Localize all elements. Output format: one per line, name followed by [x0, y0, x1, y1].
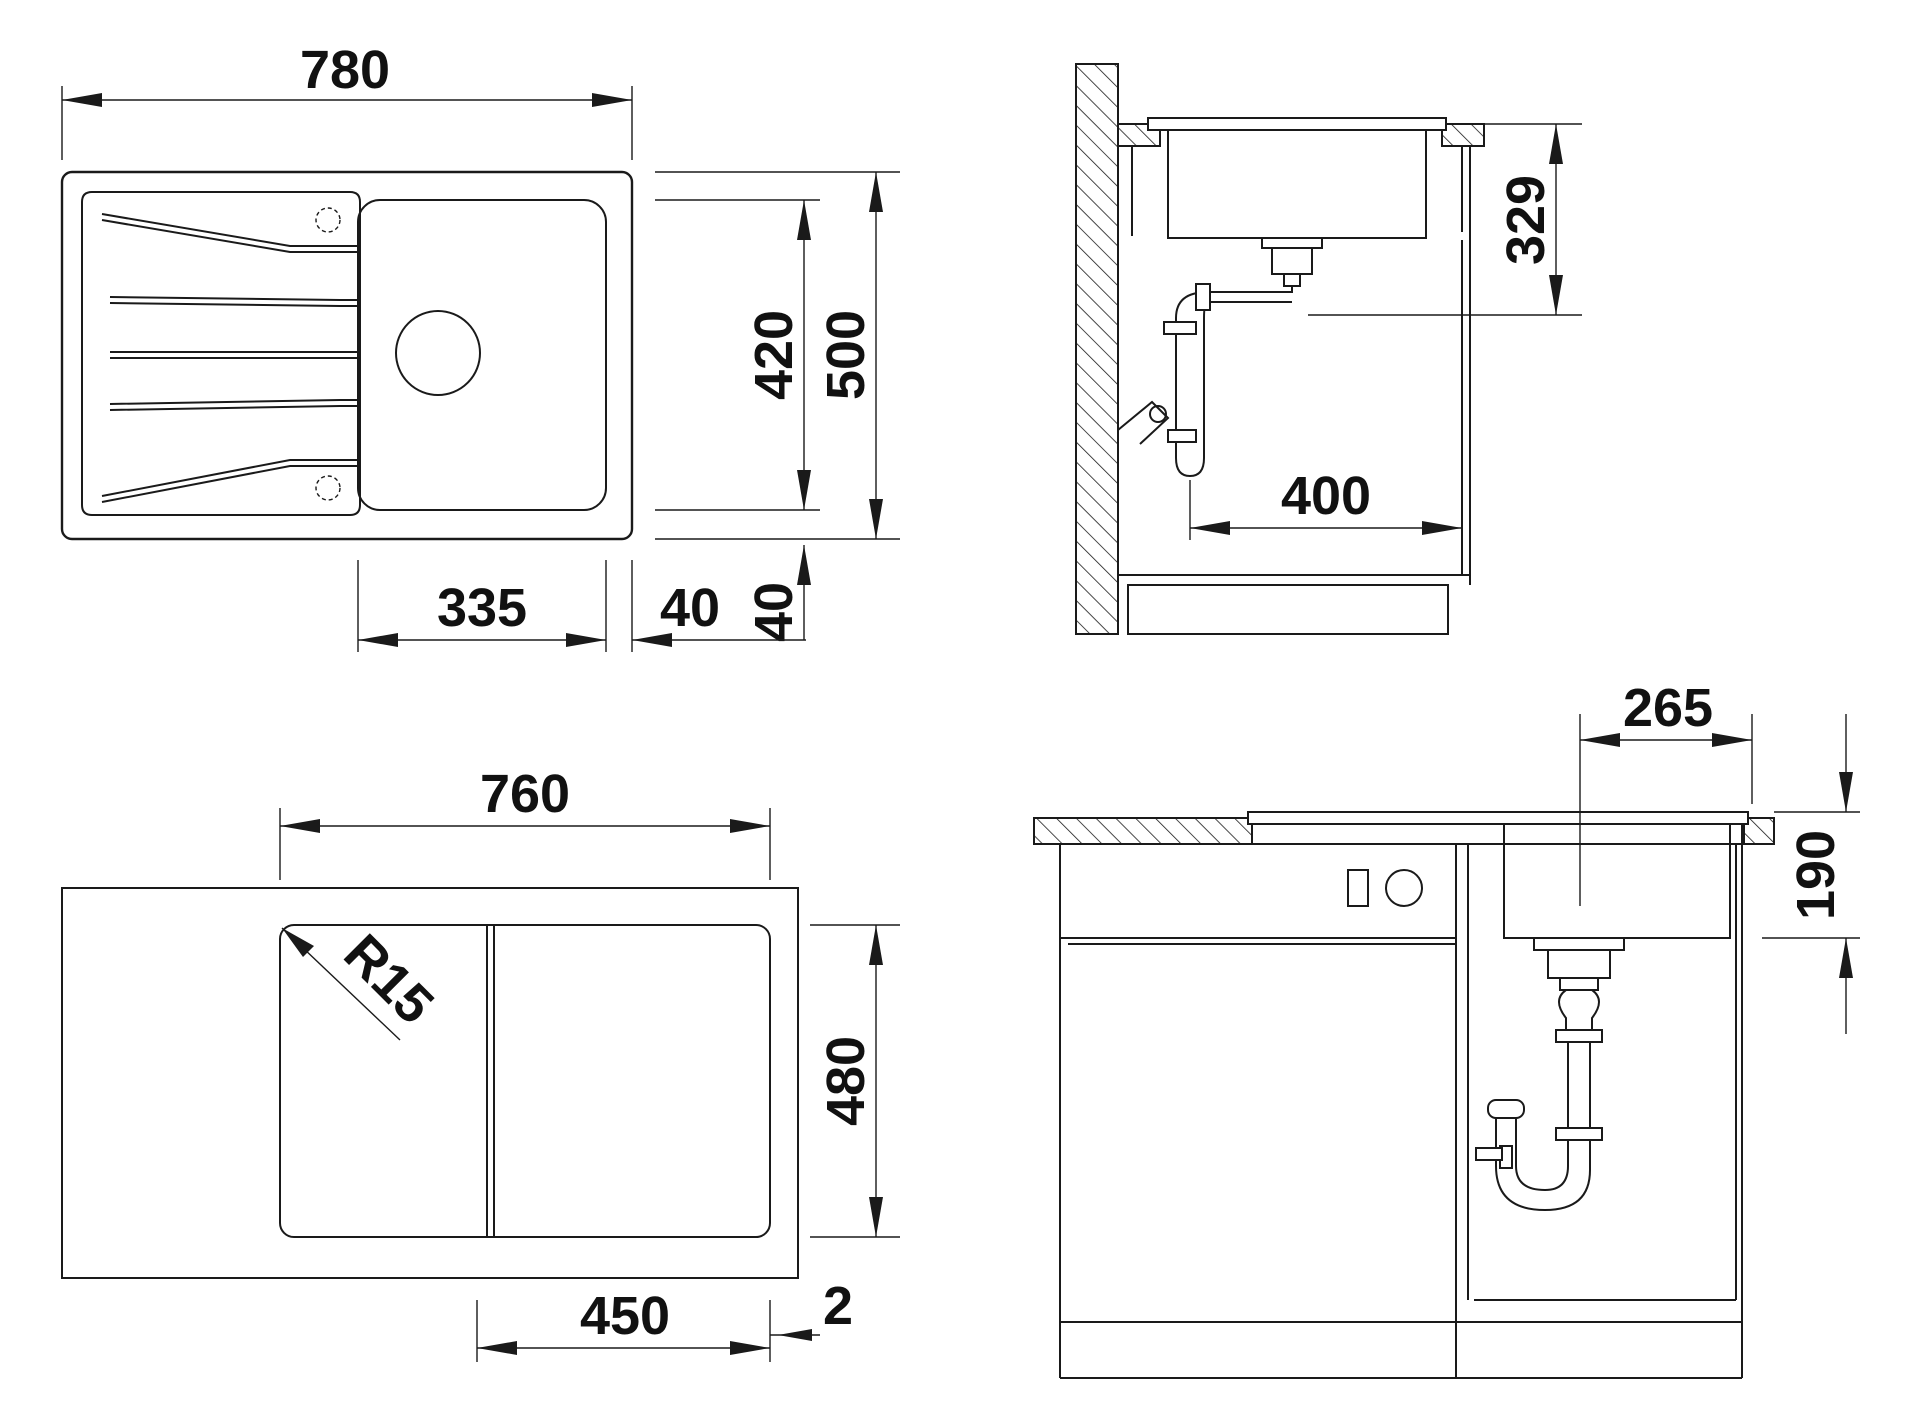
dim-40v-arrow — [797, 545, 811, 585]
sink-rim — [1147, 117, 1447, 131]
dim-500-label: 500 — [816, 310, 876, 400]
dim-400-label: 400 — [1281, 466, 1371, 526]
dim-420-label: 420 — [744, 310, 804, 400]
dim-480-arrow-top — [869, 925, 883, 965]
sink-rim-body — [1251, 823, 1743, 845]
drainer-groove-4 — [109, 399, 359, 411]
trap-outlet — [1487, 1099, 1525, 1119]
dim-335-arrow-right — [566, 633, 606, 647]
dim-760-arrow-left — [280, 819, 320, 833]
drainer-groove-5 — [101, 459, 359, 503]
dim-760-arrow-right — [730, 819, 770, 833]
wall-outlet — [1117, 400, 1170, 445]
dim-190-label: 190 — [1786, 830, 1846, 920]
dim-335-arrow-left — [358, 633, 398, 647]
dim-265-arrow-right — [1712, 733, 1752, 747]
dim-480-arrow-bottom — [869, 1197, 883, 1237]
wall-hatch — [1075, 63, 1119, 635]
wall-outlet-nut — [1149, 405, 1167, 423]
dim-329-label: 329 — [1496, 175, 1556, 265]
trap-side-outlet — [1475, 1147, 1503, 1161]
dim-40h-arrow — [632, 633, 672, 647]
cutout-plan-view: R15 760 480 450 2 — [61, 764, 900, 1362]
drain-body-front — [1547, 949, 1611, 979]
trap-nut-top — [1195, 283, 1211, 311]
side-section-view: 329 400 — [1075, 63, 1582, 635]
dim-2-label: 2 — [823, 1276, 853, 1336]
trap-nut-mid — [1163, 321, 1197, 335]
dim-450-arrow-right — [730, 1341, 770, 1355]
bowl-section — [1167, 129, 1427, 239]
dim-329-arrow-bottom — [1549, 275, 1563, 315]
dim-40v-label: 40 — [744, 582, 804, 642]
drainer-groove-1 — [101, 213, 359, 253]
front-section-view: 265 190 — [1033, 678, 1860, 1379]
dim-190-arrow-bottom — [1839, 938, 1853, 978]
drainer-area — [81, 191, 361, 516]
dim-760-label: 760 — [480, 764, 570, 824]
control-switch — [1347, 869, 1369, 907]
plinth — [1127, 584, 1449, 635]
dim-780-label: 780 — [300, 40, 390, 100]
trap-nut-low — [1167, 429, 1197, 443]
dim-329-arrow-top — [1549, 124, 1563, 164]
drain-nut-front — [1559, 977, 1599, 991]
radius-arrow — [282, 928, 314, 957]
radius-label: R15 — [332, 923, 444, 1035]
dim-480-label: 480 — [816, 1036, 876, 1126]
dim-400-arrow-right — [1422, 521, 1462, 535]
pipe-nut-lower — [1555, 1127, 1603, 1141]
countertop-left-front — [1033, 817, 1253, 845]
drain-flange-front — [1533, 937, 1625, 951]
drain-hole — [395, 310, 481, 396]
dim-780-arrow-left — [62, 93, 102, 107]
dim-500-arrow-top — [869, 172, 883, 212]
dim-400-arrow-left — [1190, 521, 1230, 535]
drain-flange — [1261, 237, 1323, 249]
dim-420-arrow-bottom — [797, 470, 811, 510]
sink-outline — [60, 170, 634, 541]
cutout-inner — [279, 924, 771, 1238]
countertop-right — [1441, 123, 1485, 147]
dim-265-arrow-left — [1580, 733, 1620, 747]
drainer-groove-3 — [110, 351, 359, 359]
dim-335-label: 335 — [437, 578, 527, 638]
drain-pipe-horizontal — [1208, 286, 1293, 303]
dim-780-arrow-right — [592, 93, 632, 107]
dim-190-arrow-top — [1839, 772, 1853, 812]
dim-450-label: 450 — [580, 1286, 670, 1346]
control-knob — [1385, 869, 1423, 907]
dim-265-label: 265 — [1623, 678, 1713, 738]
dim-2-arrow — [778, 1329, 812, 1341]
dim-450-arrow-left — [477, 1341, 517, 1355]
drain-body — [1271, 247, 1313, 275]
bowl-front — [1503, 823, 1731, 939]
trap-u-front — [1495, 1118, 1591, 1212]
pipe-nut-upper — [1555, 1029, 1603, 1043]
top-plan-view: 780 420 500 40 335 40 — [60, 40, 900, 652]
drain-stem — [1283, 273, 1301, 287]
cutout-outline — [61, 887, 799, 1279]
trap-pipe — [1175, 291, 1209, 478]
dim-420-arrow-top — [797, 200, 811, 240]
sink-rim-front — [1247, 811, 1749, 825]
dim-500-arrow-bottom — [869, 499, 883, 539]
tap-hole-bottom — [315, 475, 341, 501]
tap-hole-top — [315, 207, 341, 233]
drain-elbow-front — [1558, 989, 1600, 1036]
dim-40h-label: 40 — [660, 578, 720, 638]
drainer-groove-2 — [109, 296, 359, 307]
